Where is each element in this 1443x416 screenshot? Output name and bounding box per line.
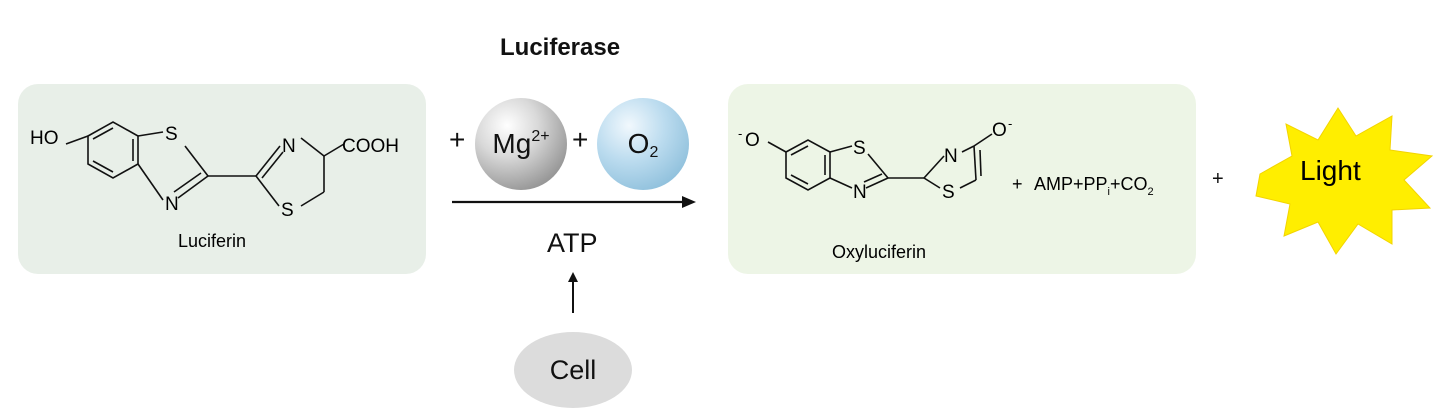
benzene-ring xyxy=(87,121,139,179)
reaction-arrow xyxy=(452,196,696,208)
co-text: +CO xyxy=(1110,174,1148,194)
n2-label: N xyxy=(282,136,296,157)
up-arrow-icon xyxy=(568,272,578,282)
light-burst: Light xyxy=(1255,107,1434,255)
byproducts-text: AMP+PPi+CO2 xyxy=(1034,174,1154,198)
o2-symbol: O xyxy=(627,128,650,159)
ho-label: HO xyxy=(30,128,59,149)
cooh-label: COOH xyxy=(342,136,399,157)
o2-subscript: 2 xyxy=(649,144,659,161)
o-minus-sign: - xyxy=(738,126,742,141)
enzyme-label: Luciferase xyxy=(500,34,621,61)
plus-sign: + xyxy=(449,124,466,155)
cell-to-atp-arrow xyxy=(568,272,578,313)
arrowhead-icon xyxy=(682,196,696,208)
s1-label: S xyxy=(853,138,866,159)
o-left-label: O xyxy=(745,130,760,151)
n2-label: N xyxy=(944,146,958,167)
luciferin-caption: Luciferin xyxy=(178,231,246,251)
co-subscript: 2 xyxy=(1148,186,1154,198)
o-right-label: O xyxy=(992,120,1007,141)
cell-label: Cell xyxy=(549,354,597,385)
cell-node: Cell xyxy=(514,332,632,408)
amp-pp-text: AMP+PP xyxy=(1034,174,1108,194)
s2-label: S xyxy=(942,182,955,203)
mg-charge: 2+ xyxy=(531,128,550,145)
s2-label: S xyxy=(281,200,294,221)
n1-label: N xyxy=(853,182,867,203)
byproduct-plus: + xyxy=(1012,174,1023,194)
light-label: Light xyxy=(1300,155,1361,186)
luciferin-structure: HO S N N S COOH Luciferin xyxy=(30,121,399,251)
benzene-ring xyxy=(785,139,831,191)
s1-label: S xyxy=(165,124,178,145)
oxyluciferin-panel: - O S N N S O - Oxyluciferin + AMP+PPi+C… xyxy=(728,84,1196,274)
atp-label: ATP xyxy=(547,228,598,258)
plus-sign: + xyxy=(572,124,589,155)
oxyluciferin-structure: - O S N N S O - Oxyluciferin + AMP+PPi+C… xyxy=(738,116,1154,262)
pp-subscript: i xyxy=(1108,186,1110,198)
luciferin-panel: HO S N N S COOH Luciferin xyxy=(18,84,426,274)
o-minus-sign: - xyxy=(1008,116,1012,131)
mg-symbol: Mg xyxy=(492,128,532,159)
n1-label: N xyxy=(165,194,179,215)
oxyluciferin-caption: Oxyluciferin xyxy=(832,242,926,262)
light-burst-icon xyxy=(1255,107,1434,255)
light-plus-sign: + xyxy=(1212,168,1224,190)
